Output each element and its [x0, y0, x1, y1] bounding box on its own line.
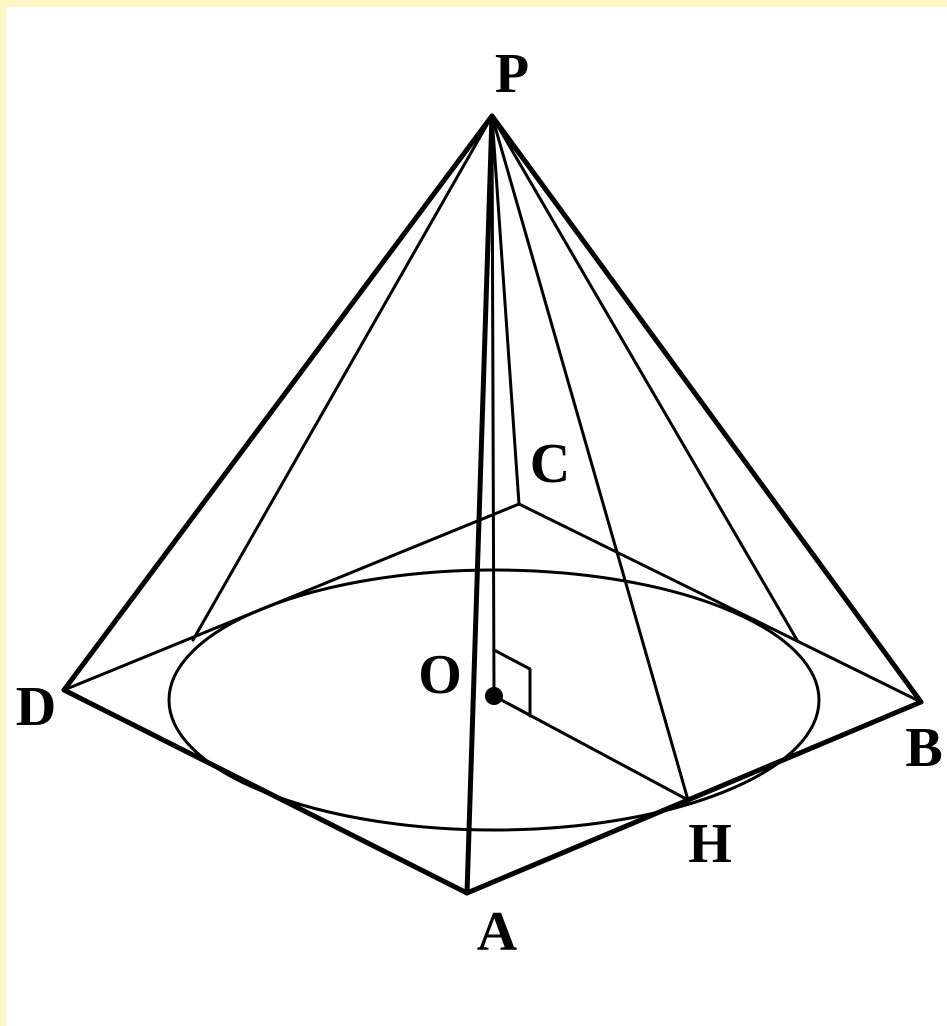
height-PO [490, 114, 496, 698]
label-H: H [688, 813, 732, 875]
label-P: P [495, 43, 529, 105]
right-angle-marker [492, 648, 532, 718]
segment-PH [490, 114, 690, 802]
edge-PA [464, 113, 495, 896]
segment-OH [492, 694, 690, 802]
cone-base-ellipse [167, 568, 821, 832]
label-O: O [418, 644, 462, 706]
point-O [485, 687, 503, 705]
cone-generator-right [490, 114, 799, 642]
label-B: B [905, 717, 942, 779]
edge-PD [61, 113, 495, 693]
label-D: D [16, 676, 56, 738]
label-A: A [477, 901, 518, 963]
label-C: C [530, 433, 570, 495]
edge-PC [490, 114, 521, 506]
edge-AB [464, 699, 924, 896]
edge-PB [489, 113, 924, 705]
edge-CB [517, 502, 923, 704]
cone-generator-left [191, 114, 494, 642]
